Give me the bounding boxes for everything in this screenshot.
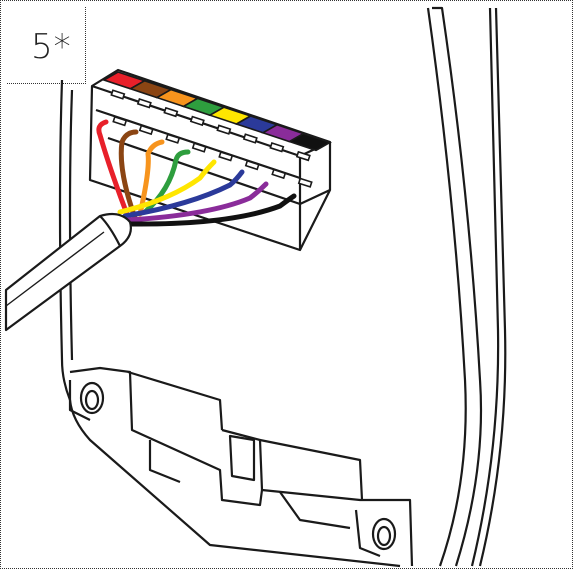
terminal-slots — [110, 89, 313, 188]
terminal-color-caps — [102, 71, 332, 152]
terminal-screw-slot-3 — [191, 142, 207, 153]
terminal-slot-2 — [163, 106, 179, 118]
wire-brown — [118, 129, 139, 221]
wire-blue — [122, 169, 245, 219]
terminal-block — [88, 68, 332, 252]
terminal-slot-7 — [295, 150, 311, 162]
terminal-screw-slot-6 — [271, 168, 287, 180]
terminal-slot-3 — [189, 115, 205, 127]
wire-red — [96, 119, 133, 225]
wires — [96, 119, 297, 227]
device-housing — [58, 6, 507, 568]
terminal-screw-slot-5 — [244, 159, 260, 171]
wire-black — [127, 193, 297, 227]
terminal-slot-4 — [216, 124, 232, 135]
terminal-screw-slot-7 — [297, 177, 313, 188]
terminal-screw-slot-1 — [138, 124, 154, 136]
terminal-slot-0 — [110, 89, 126, 100]
cable — [4, 212, 132, 332]
terminal-screw-slot-4 — [218, 151, 234, 162]
terminal-slot-5 — [242, 133, 258, 144]
terminal-screw-slot-0 — [112, 115, 128, 127]
terminal-screw-slot-2 — [165, 133, 181, 144]
terminal-slot-1 — [136, 98, 152, 109]
step-box: 5* — [7, 7, 86, 84]
terminal-cap-7 — [287, 132, 332, 152]
wire-violet — [125, 181, 269, 223]
step-label: 5* — [31, 27, 72, 67]
terminal-slot-6 — [269, 142, 285, 153]
wire-orange — [137, 139, 165, 217]
wire-yellow — [117, 159, 217, 215]
